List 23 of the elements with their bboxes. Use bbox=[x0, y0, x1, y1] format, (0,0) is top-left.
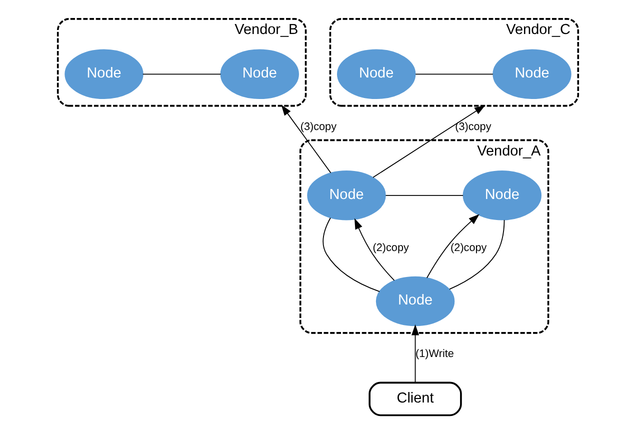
edge-label: (1)Write bbox=[416, 348, 454, 360]
edge-label: (2)copy bbox=[450, 242, 487, 254]
node-ellipse: Node bbox=[64, 49, 144, 100]
node-ellipse: Node bbox=[337, 49, 416, 100]
node-ellipse: Node bbox=[492, 49, 572, 100]
node-ellipse: Node bbox=[462, 170, 542, 220]
node-ellipse: Node bbox=[307, 170, 386, 220]
connector bbox=[322, 217, 380, 292]
edge-label: (3)copy bbox=[300, 120, 337, 133]
connector bbox=[385, 194, 464, 196]
edge-label: (3)copy bbox=[455, 120, 492, 133]
arrow bbox=[281, 104, 332, 174]
connector bbox=[415, 74, 494, 75]
arrow bbox=[354, 218, 395, 281]
arrow bbox=[372, 105, 486, 178]
node-ellipse: Node bbox=[220, 49, 299, 100]
edge-label: (2)copy bbox=[372, 242, 409, 254]
connector bbox=[142, 74, 222, 75]
arrow bbox=[411, 324, 420, 384]
arrow bbox=[426, 214, 480, 278]
connector bbox=[449, 219, 505, 290]
node-ellipse: Node bbox=[376, 276, 455, 326]
node-box: Client bbox=[368, 382, 462, 416]
